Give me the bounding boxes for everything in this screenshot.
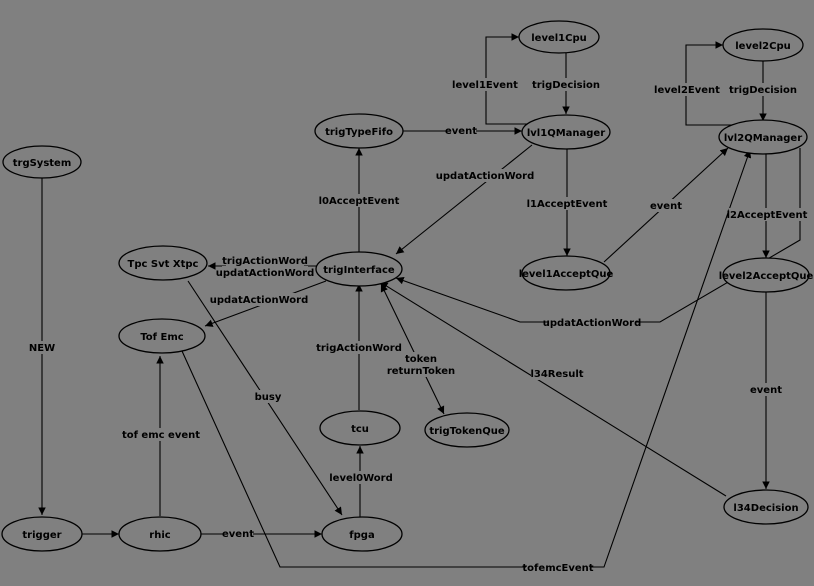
node-trigger[interactable]: trigger <box>1 516 83 552</box>
node-level2acceptque[interactable]: level2AcceptQue <box>719 257 814 293</box>
node-label: trigger <box>22 530 61 541</box>
edges <box>38 33 801 568</box>
label-l0acceptevent: l0AcceptEvent <box>319 196 400 207</box>
label-event-fifo: event <box>445 126 477 137</box>
label-event-l2q: event <box>750 385 782 396</box>
label-new: NEW <box>29 343 55 354</box>
node-level1acceptque[interactable]: level1AcceptQue <box>519 255 614 291</box>
node-label: trgSystem <box>13 158 72 169</box>
edge-token <box>380 283 445 415</box>
node-label: level2Cpu <box>735 41 791 52</box>
label-updatactionword-tpc: updatActionWord <box>216 268 314 279</box>
edge-tofemcevent <box>181 149 752 568</box>
label-event-rhic: event <box>222 529 254 540</box>
node-lvl1qmanager[interactable]: lvl1QManager <box>521 114 611 150</box>
label-updatactionword-tof: updatActionWord <box>210 295 308 306</box>
node-rhic[interactable]: rhic <box>118 516 202 552</box>
label-trigactionword-tpc: trigActionWord <box>222 256 308 267</box>
node-label: trigInterface <box>323 265 395 276</box>
node-level2cpu[interactable]: level2Cpu <box>722 28 804 62</box>
edge-updatactionword-top <box>395 144 533 255</box>
node-fpga[interactable]: fpga <box>321 516 403 552</box>
label-tofemcevent-v: tof emc event <box>122 430 200 441</box>
node-level1cpu[interactable]: level1Cpu <box>518 20 600 54</box>
node-l34decision[interactable]: l34Decision <box>723 489 809 525</box>
label-event-l1q: event <box>650 201 682 212</box>
node-label: lvl1QManager <box>527 128 605 139</box>
node-label: rhic <box>149 530 170 541</box>
node-trigtypefifo[interactable]: trigTypeFifo <box>314 113 404 149</box>
label-updatactionword-top: updatActionWord <box>436 171 534 182</box>
label-l34result: l34Result <box>530 369 583 380</box>
label-tofemcevent: tofemcEvent <box>522 563 593 574</box>
node-trigtokenque[interactable]: trigTokenQue <box>424 412 510 448</box>
label-updatactionword-right: updatActionWord <box>543 318 641 329</box>
label-l2acceptevent: l2AcceptEvent <box>727 210 808 221</box>
node-tpcsvtxtpc[interactable]: Tpc Svt Xtpc <box>118 245 208 281</box>
node-label: Tof Emc <box>140 332 183 343</box>
node-label: l34Decision <box>733 503 798 514</box>
label-busy: busy <box>255 392 282 403</box>
node-label: level1AcceptQue <box>519 269 614 280</box>
node-lvl2qmanager[interactable]: lvl2QManager <box>718 119 808 155</box>
node-label: Tpc Svt Xtpc <box>128 259 199 270</box>
label-level1event: level1Event <box>452 80 518 91</box>
label-returntoken: returnToken <box>387 366 455 377</box>
node-label: lvl2QManager <box>724 133 802 144</box>
node-label: trigTokenQue <box>429 426 505 437</box>
node-triginterface[interactable]: trigInterface <box>315 251 403 287</box>
label-trigdecision-1: trigDecision <box>532 80 600 91</box>
label-level2event: level2Event <box>654 85 720 96</box>
node-trgsystem[interactable]: trgSystem <box>2 145 82 179</box>
node-label: tcu <box>351 424 369 435</box>
node-tcu[interactable]: tcu <box>319 410 401 446</box>
label-trigactionword-tcu: trigActionWord <box>316 343 402 354</box>
nodes: level1Cpu level2Cpu trigTypeFifo lvl1QMa… <box>1 20 814 552</box>
node-label: fpga <box>349 530 374 541</box>
node-tofemc[interactable]: Tof Emc <box>118 318 206 354</box>
edge-labels: level1Event trigDecision level2Event tri… <box>28 78 808 574</box>
label-token: token <box>405 354 437 365</box>
node-label: level1Cpu <box>531 33 587 44</box>
label-trigdecision-2: trigDecision <box>729 85 797 96</box>
node-label: level2AcceptQue <box>719 271 814 282</box>
node-label: trigTypeFifo <box>325 127 393 138</box>
label-level0word: level0Word <box>329 473 393 484</box>
label-l1acceptevent: l1AcceptEvent <box>527 199 608 210</box>
